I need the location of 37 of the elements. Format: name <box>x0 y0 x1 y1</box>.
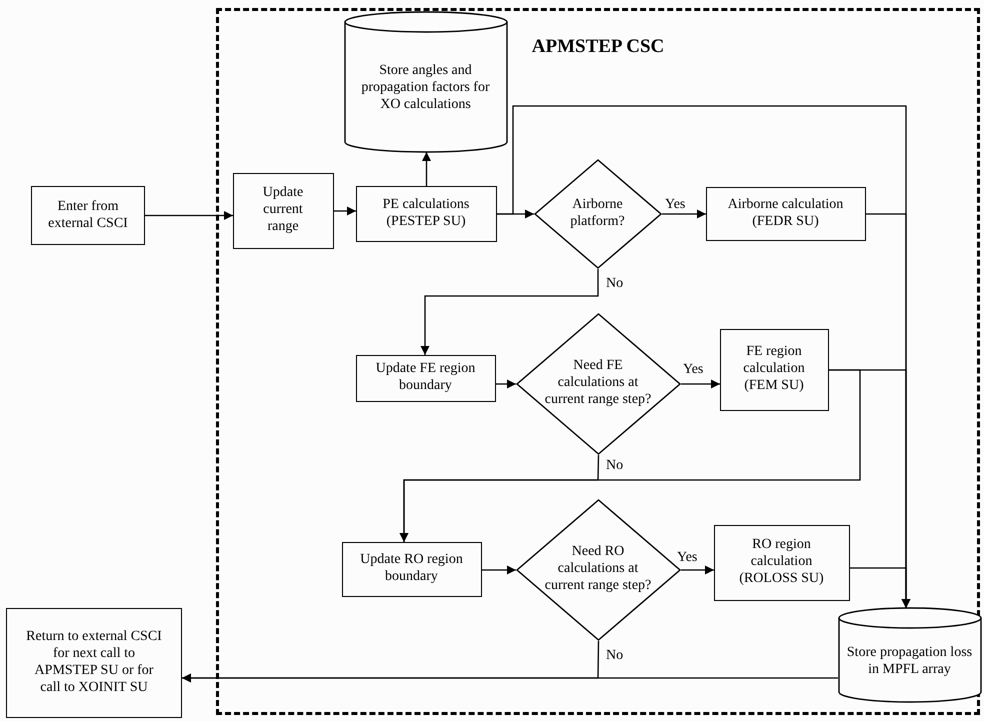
arrow <box>400 454 600 542</box>
heading: APMSTEP CSC <box>532 36 664 59</box>
process-box <box>232 172 334 248</box>
node-text: Need RO calculations at current range step? <box>544 544 652 595</box>
arrow <box>482 566 516 574</box>
node-text: Return to external CSCI for next call to APMSTEP SU or for call to XOINIT SU <box>25 629 163 697</box>
node-text: PE calculations (PESTEP SU) <box>382 196 470 230</box>
node-text: RO region calculation (ROLOSS SU) <box>738 537 825 588</box>
arrow <box>850 567 910 608</box>
node-text: Update RO region boundary <box>359 552 464 586</box>
process-box <box>342 542 482 596</box>
node-text: Update FE region boundary <box>374 361 476 395</box>
node-text: Store angles and propagation factors for XO calculations <box>360 63 491 114</box>
arrow <box>681 566 714 574</box>
process-box <box>356 186 496 242</box>
process-box <box>714 524 850 600</box>
process-box <box>720 328 828 410</box>
arrow <box>145 211 233 220</box>
arrow <box>496 380 516 388</box>
process-box <box>31 186 145 245</box>
arrow <box>681 380 720 388</box>
dashed-boundary <box>216 8 980 715</box>
node-text: Enter from external CSCI <box>47 198 129 232</box>
node-text: FE region calculation (FEM SU) <box>742 344 806 395</box>
process-box <box>6 608 182 718</box>
node-text: Store propagation loss in MPFL array <box>846 644 974 678</box>
arrow <box>334 206 356 216</box>
node-text: Update current range <box>262 185 304 236</box>
arrow <box>420 269 599 355</box>
node-text: Airborne calculation (FEDR SU) <box>726 196 844 230</box>
process-box <box>356 354 496 402</box>
node-text: Need FE calculations at current range step? <box>544 358 652 409</box>
arrow <box>422 152 431 186</box>
process-box <box>706 186 866 240</box>
arrow <box>182 674 838 682</box>
node-text: Airborne platform? <box>569 196 626 230</box>
arrow <box>662 210 706 218</box>
